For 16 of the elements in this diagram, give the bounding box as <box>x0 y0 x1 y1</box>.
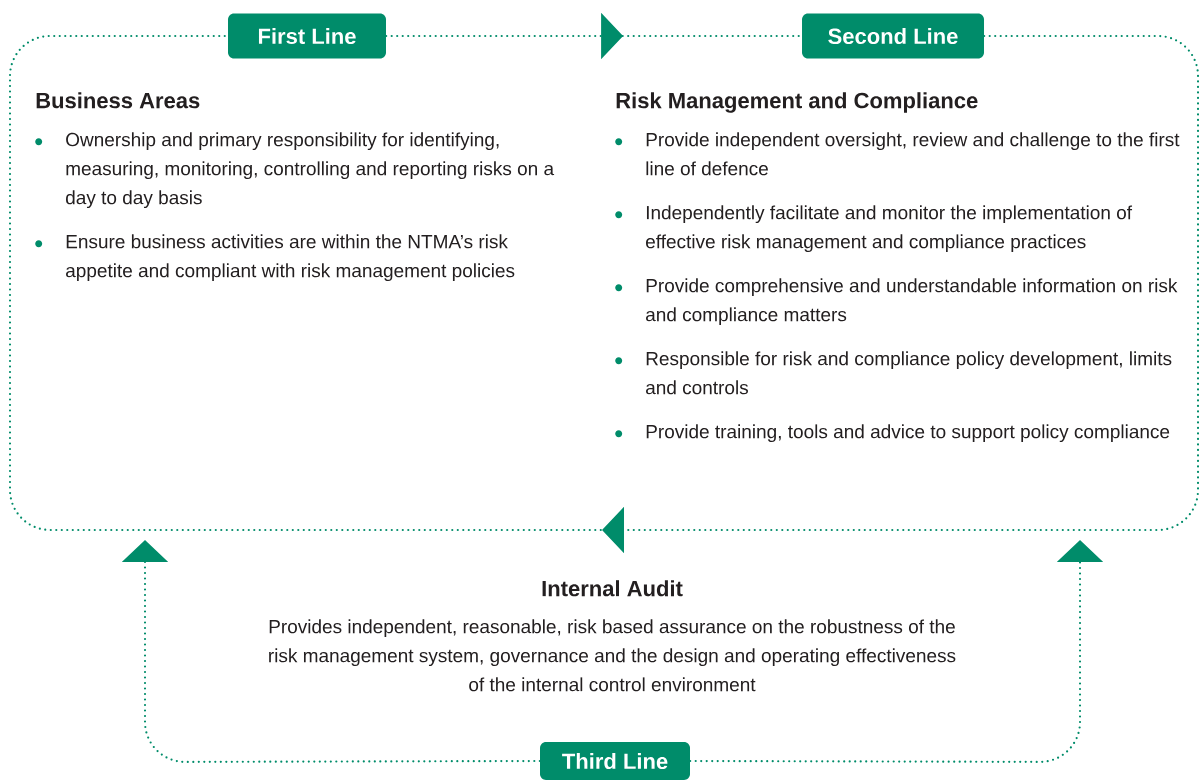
bullet-item: Provide training, tools and advice to support policy compliance <box>615 424 1170 443</box>
body-text: Provides independent, reasonable, risk based assurance on the robustness of the risk management system, governance and the design and operating effectiveness of the internal control environment <box>269 619 956 692</box>
bullet-item: Independently facilitate and monitor the implementation of effective risk management and compliance practices <box>615 205 1133 253</box>
section-heading: Business Areas <box>36 92 200 109</box>
bullet-item: Responsible for risk and compliance policy development, limits and controls <box>615 351 1172 395</box>
bullet-item: Provide comprehensive and understandable information on risk and compliance matters <box>615 278 1178 326</box>
line-tab: Second Line <box>802 13 984 59</box>
dotted-arrow <box>121 540 541 763</box>
line-tab: First Line <box>228 13 386 59</box>
dotted-arrow <box>8 34 1200 554</box>
bullet-item: Provide independent oversight, review and challenge to the first line of defence <box>615 132 1180 176</box>
section-heading: Internal Audit <box>542 580 683 597</box>
section-heading: Risk Management and Compliance <box>616 92 978 113</box>
bullet-item: Ownership and primary responsibility for identifying, measuring, monitoring, controlling and reporting risks on a day to day basis <box>35 132 555 209</box>
bullet-item: Ensure business activities are within the NTMA’s risk appetite and compliant with risk management policies <box>35 234 515 282</box>
line-tab: Third Line <box>540 742 690 780</box>
